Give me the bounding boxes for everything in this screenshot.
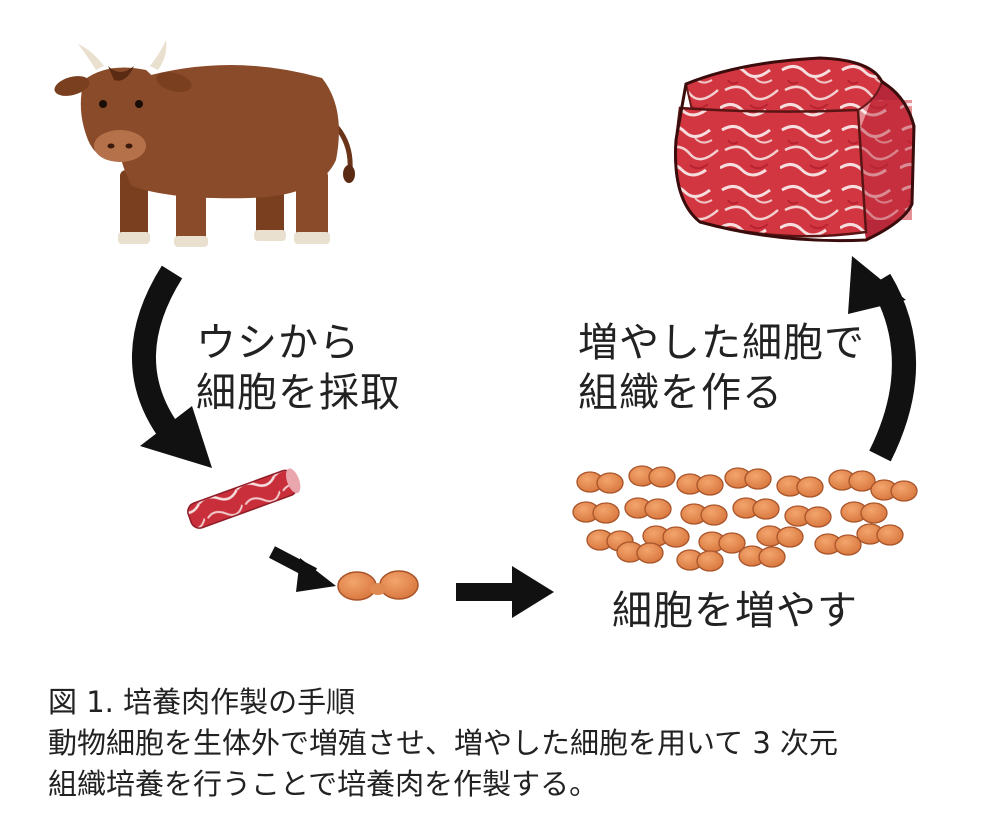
caption-line-2: 組織培養を行うことで培養肉を作製する。 <box>48 767 599 801</box>
cell-pair-item <box>856 523 904 546</box>
meat-biopsy-strip <box>187 468 301 529</box>
meat-cube <box>674 56 916 243</box>
cell-icon <box>644 498 672 520</box>
cell-icon <box>804 506 832 528</box>
cell-icon <box>758 546 786 568</box>
cell-icon <box>834 534 862 556</box>
cell-pair-item <box>814 533 862 556</box>
cell-pair-item <box>576 471 624 494</box>
cell-icon <box>592 502 620 524</box>
cell-pair-item <box>698 531 746 554</box>
cell-icon <box>776 526 804 548</box>
cell-icon <box>752 498 780 520</box>
cell-icon <box>860 502 888 524</box>
step-label-tissue-line2: 組織を作る <box>578 370 783 416</box>
cell-pair-item <box>776 475 824 498</box>
cell-pair-item <box>676 549 724 572</box>
arrow-to-proliferation <box>456 566 554 618</box>
step-label-tissue-line1: 増やした細胞で <box>578 320 865 366</box>
figure-caption: 図 1. 培養肉作製の手順 動物細胞を生体外で増殖させ、増やした細胞を用いて 3… <box>48 682 838 805</box>
cell-icon <box>744 468 772 490</box>
cell-pair-item <box>572 501 620 524</box>
cell-pair-item <box>680 503 728 526</box>
arrow-biopsy-to-cells <box>268 546 336 592</box>
caption-line-1: 動物細胞を生体外で増殖させ、増やした細胞を用いて 3 次元 <box>48 726 839 760</box>
cell-icon <box>648 466 676 488</box>
cow-illustration <box>54 40 355 247</box>
step-label-harvest-line2: 細胞を採取 <box>196 370 401 416</box>
cell-pair-item <box>756 525 804 548</box>
caption-title: 図 1. 培養肉作製の手順 <box>48 685 356 719</box>
cell-pair-item <box>642 525 690 548</box>
cell-icon <box>662 526 690 548</box>
cell-pair-item <box>676 473 724 496</box>
step-label-proliferate: 細胞を増やす <box>612 588 858 634</box>
cell-pair-item <box>616 541 664 564</box>
cell-pair-item <box>628 465 676 488</box>
cell-icon <box>700 504 728 526</box>
cell-cluster <box>572 465 918 572</box>
step-label-tissue: 増やした細胞で 組織を作る <box>578 318 865 418</box>
cell-pair-item <box>732 497 780 520</box>
arrow-to-meat-cube <box>848 256 916 462</box>
arrow-cow-to-biopsy <box>132 265 212 468</box>
cell-icon <box>636 542 664 564</box>
cell-pair-item <box>784 505 832 528</box>
cell-icon <box>890 480 918 502</box>
step-label-harvest: ウシから 細胞を採取 <box>196 318 401 418</box>
cell-pair-item <box>738 545 786 568</box>
cell-icon <box>876 524 904 546</box>
cell-icon <box>848 470 876 492</box>
cell-pair <box>337 570 419 601</box>
cell-pair-item <box>624 497 672 520</box>
cell-pair-item <box>828 469 876 492</box>
cell-icon <box>696 550 724 572</box>
cell-icon <box>596 472 624 494</box>
cell-icon <box>696 474 724 496</box>
cell-pair-item <box>840 501 888 524</box>
cell-pair-item <box>724 467 772 490</box>
cell-pair-item <box>870 479 918 502</box>
cell-icon <box>796 476 824 498</box>
step-label-harvest-line1: ウシから <box>196 320 360 366</box>
cell-icon <box>718 532 746 554</box>
